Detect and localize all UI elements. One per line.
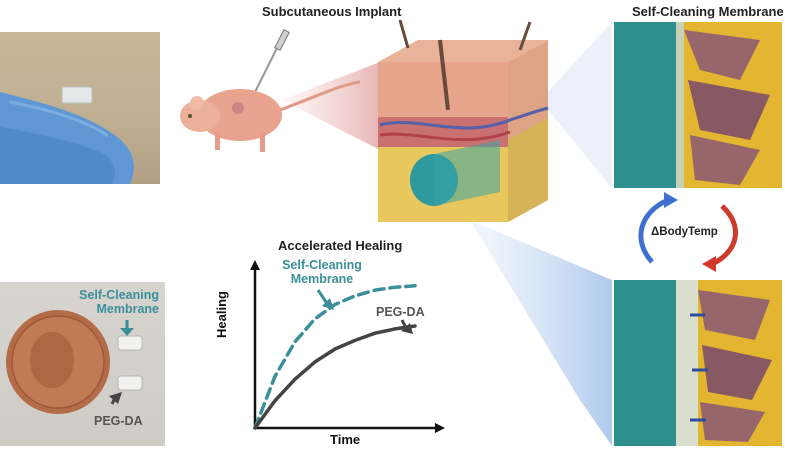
penny-self-cleaning-line1: Self-Cleaning — [79, 288, 159, 302]
implant-title: Subcutaneous Implant — [262, 4, 402, 19]
skin-block — [378, 19, 549, 222]
chart-ylabel: Healing — [214, 291, 229, 338]
zoom-beam-top — [540, 22, 612, 188]
series-label-self-cleaning-line2: Membrane — [290, 272, 354, 286]
zoom-beam-bottom — [470, 220, 612, 446]
penny-self-cleaning-label: Self-Cleaning Membrane — [64, 288, 159, 316]
membrane-title: Self-Cleaning Membrane — [632, 4, 784, 19]
glove-photo — [0, 32, 160, 184]
series-label-self-cleaning-line1: Self-Cleaning — [282, 258, 362, 272]
membrane-panel-top — [614, 22, 782, 188]
mouse-icon — [180, 80, 361, 152]
penny-illustration — [6, 310, 143, 414]
series-line-pegda — [253, 324, 417, 430]
series-label-pegda: PEG-DA — [376, 305, 425, 319]
zoom-beam-mouse — [282, 62, 380, 150]
y-axis-arrow — [250, 260, 260, 270]
pegda-pointer-head — [401, 323, 413, 334]
glove-illustration — [0, 86, 134, 184]
healing-title: Accelerated Healing — [278, 238, 403, 253]
penny-pegda-label: PEG-DA — [94, 414, 143, 428]
series-label-self-cleaning: Self-Cleaning Membrane — [262, 258, 382, 286]
pegda-pointer — [400, 319, 409, 331]
self-cleaning-pointer-head — [322, 298, 334, 310]
syringe-icon — [254, 29, 290, 93]
chart-xlabel: Time — [330, 432, 361, 447]
self-cleaning-pointer — [316, 289, 330, 306]
penny-self-cleaning-line2: Membrane — [96, 302, 159, 316]
membrane-panel-bottom — [614, 280, 782, 446]
body-temp-label: ΔBodyTemp — [651, 226, 718, 238]
penny-photo: Self-Cleaning Membrane PEG-DA — [0, 282, 165, 446]
x-axis-arrow — [435, 423, 445, 433]
